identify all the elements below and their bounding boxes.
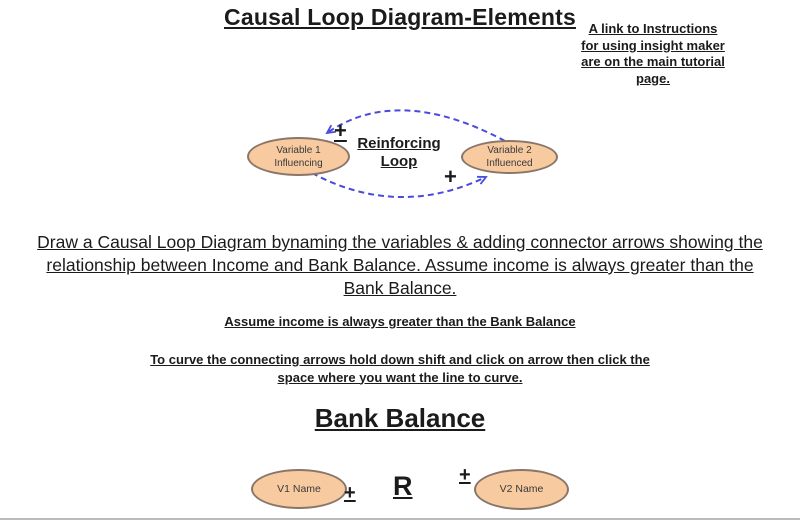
note-line: are on the main tutorial <box>581 54 725 69</box>
polarity-plus-top: + <box>334 118 347 143</box>
note-line: A link to Instructions <box>588 21 718 36</box>
variable-node-influencing[interactable]: Variable 1 Influencing <box>247 137 350 176</box>
reinforcing-r-label: R <box>393 471 413 501</box>
bank-balance-heading: Bank Balance <box>0 403 800 434</box>
note-line: page. <box>636 70 670 86</box>
variable-node-v2[interactable]: V2 Name <box>474 469 569 510</box>
node-label-line: Influencing <box>274 157 323 169</box>
task-instructions: Draw a Causal Loop Diagram bynaming the … <box>0 231 800 300</box>
bottom-divider <box>0 518 800 520</box>
assume-hint-text: Assume income is always greater than the… <box>224 314 576 329</box>
curve-hint: To curve the connecting arrows hold down… <box>0 351 800 386</box>
connector-bottom-arc[interactable] <box>311 172 488 198</box>
assume-hint: Assume income is always greater than the… <box>0 314 800 329</box>
bank-balance-heading-text: Bank Balance <box>314 403 486 433</box>
polarity-plus-bottom: + <box>444 164 457 189</box>
variable-node-influenced[interactable]: Variable 2 Influenced <box>461 140 558 174</box>
node-label-line: V2 Name <box>499 483 544 495</box>
node-label-line: V1 Name <box>277 482 321 495</box>
instructions-link-note[interactable]: A link to Instructions for using insight… <box>566 21 740 87</box>
task-line: Draw a Causal Loop Diagram bynaming the … <box>37 232 763 252</box>
loop-label-line: Loop <box>380 153 418 170</box>
loop-label-line: Reinforcing <box>357 135 441 152</box>
task-line: relationship between Income and Bank Bal… <box>46 255 754 275</box>
curve-hint-line: space where you want the line to curve. <box>277 369 523 385</box>
note-line: for using insight maker <box>581 37 725 53</box>
variable-node-v1[interactable]: V1 Name <box>251 469 347 509</box>
node-label-line: Influenced <box>486 158 533 169</box>
page-title: Causal Loop Diagram-Elements <box>224 4 576 30</box>
task-line: Bank Balance. <box>343 278 457 298</box>
polarity-plus-v2: + <box>459 464 471 486</box>
reinforcing-loop-label: Reinforcing Loop <box>348 135 450 171</box>
polarity-plus-v1: + <box>344 482 356 504</box>
curve-hint-line: To curve the connecting arrows hold down… <box>150 352 650 367</box>
node-label-line: Variable 2 <box>487 145 532 156</box>
node-label-line: Variable 1 <box>276 144 321 156</box>
